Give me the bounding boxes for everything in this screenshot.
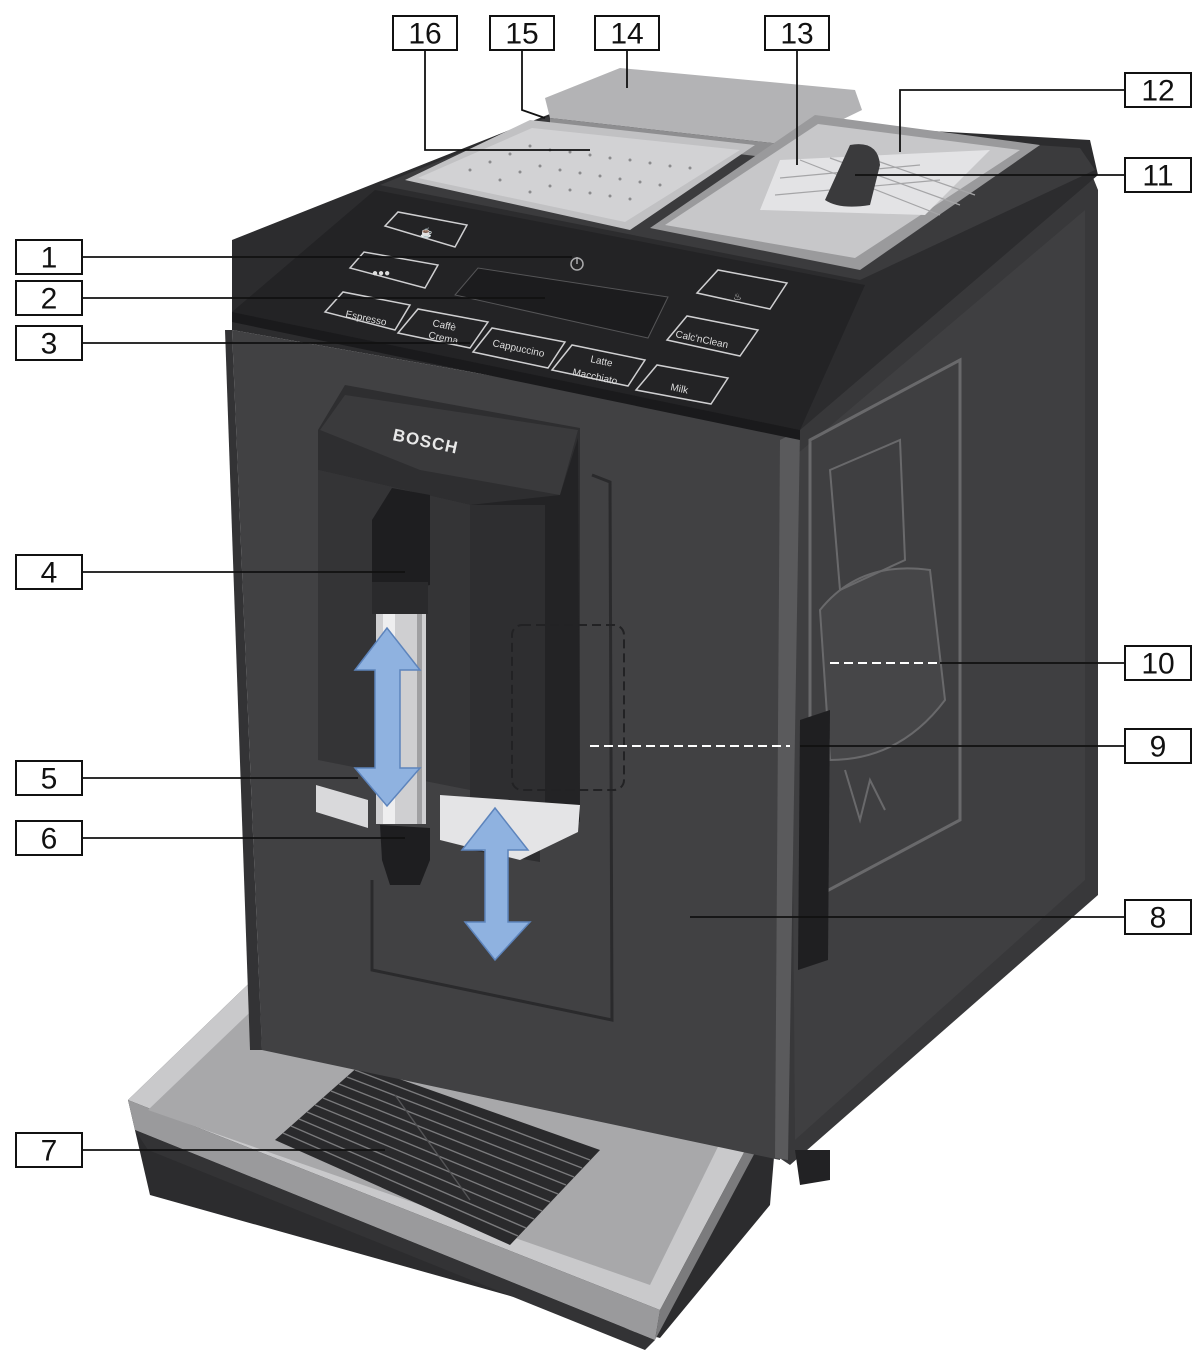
callout-label: 4	[41, 557, 58, 590]
callout-13: 13	[764, 15, 830, 51]
up-down-arrow-icon	[460, 806, 532, 962]
callout-7: 7	[15, 1132, 83, 1168]
steam-icon: ♨	[733, 292, 742, 303]
water-tank-lid[interactable]	[545, 68, 862, 145]
callout-label: 15	[505, 18, 538, 51]
callout-4: 4	[15, 554, 83, 590]
callout-14: 14	[594, 15, 660, 51]
caffe-label: Caffè	[431, 318, 457, 334]
display	[454, 267, 669, 339]
bean-container[interactable]	[650, 115, 1040, 270]
latte-label: Latte	[589, 354, 613, 369]
beans-icon: ●●●	[372, 268, 390, 279]
drip-grid	[275, 1065, 600, 1245]
milk-button[interactable]: Milk	[634, 364, 730, 405]
callout-label: 3	[41, 328, 58, 361]
cup-icon: ☕	[420, 226, 432, 239]
callout-label: 1	[41, 242, 58, 275]
up-down-arrow-icon	[353, 626, 422, 808]
callout-label: 6	[41, 823, 58, 856]
callout-3: 3	[15, 325, 83, 361]
callout-label: 13	[780, 18, 813, 51]
callout-label: 7	[41, 1135, 58, 1168]
cup-button[interactable]: ☕	[383, 211, 469, 248]
callout-label: 9	[1150, 731, 1167, 764]
milk-label: Milk	[669, 382, 690, 397]
callout-label: 2	[41, 283, 58, 316]
hidden-part-outline	[511, 624, 625, 791]
side-door-handle	[798, 710, 830, 970]
callout-label: 8	[1150, 902, 1167, 935]
callout-6: 6	[15, 820, 83, 856]
grind-setting-knob	[825, 144, 880, 207]
callout-10: 10	[1124, 645, 1192, 681]
callout-label: 16	[408, 18, 441, 51]
outlet-recess	[370, 473, 614, 1022]
steam-button[interactable]: ♨	[695, 269, 789, 310]
callout-label: 12	[1141, 75, 1174, 108]
callout-label: 14	[610, 18, 643, 51]
leader-lines	[82, 50, 1125, 1151]
callout-9: 9	[1124, 728, 1192, 764]
callout-11: 11	[1124, 157, 1192, 193]
callout-5: 5	[15, 760, 83, 796]
callout-12: 12	[1124, 72, 1192, 108]
callout-label: 11	[1142, 160, 1173, 193]
bean-container-lid[interactable]	[405, 120, 755, 230]
height-adjust-arrows	[353, 626, 532, 962]
callout-1: 1	[15, 239, 83, 275]
control-panel	[232, 190, 865, 440]
callout-15: 15	[489, 15, 555, 51]
callout-label: 5	[41, 763, 58, 796]
callout-2: 2	[15, 280, 83, 316]
callout-16: 16	[392, 15, 458, 51]
callout-label: 10	[1141, 648, 1174, 681]
callout-8: 8	[1124, 899, 1192, 935]
